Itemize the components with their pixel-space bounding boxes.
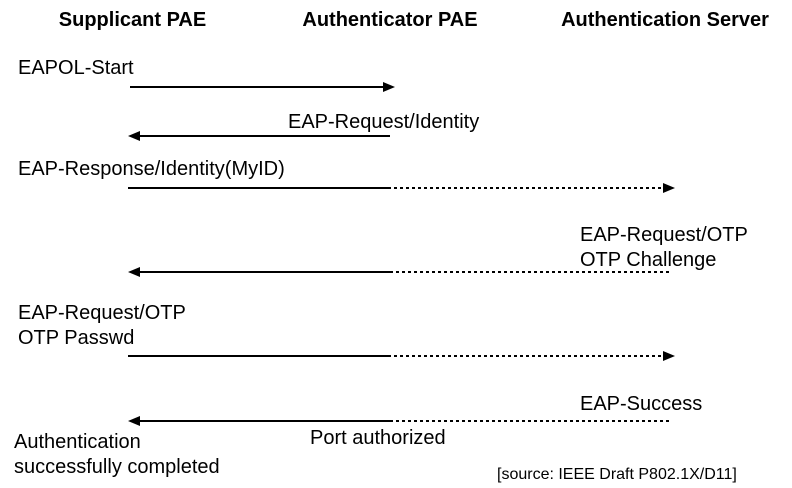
arrow-line-solid — [136, 420, 390, 422]
arrow-eap-request-identity — [128, 131, 390, 141]
message-label-eap-request-identity: EAP-Request/Identity — [288, 111, 480, 133]
arrow-eap-response-identity — [128, 183, 675, 193]
note-completed-line2: successfully completed — [14, 456, 220, 478]
arrow-line-solid — [136, 135, 390, 137]
column-header-supplicant-pae: Supplicant PAE — [58, 9, 207, 31]
arrow-eap-request-otp-challenge — [128, 267, 672, 277]
message-label-line1: EAP-Request/OTP — [18, 302, 186, 324]
arrowhead-left — [128, 267, 140, 277]
arrowhead-left — [128, 131, 140, 141]
arrow-line-dashed — [388, 355, 668, 357]
arrow-line-solid — [136, 271, 390, 273]
message-label-line1: EAP-Request/OTP — [580, 224, 748, 246]
source-citation: [source: IEEE Draft P802.1X/D11] — [497, 466, 737, 483]
message-label-eap-response-identity: EAP-Response/Identity(MyID) — [18, 158, 285, 180]
message-label-line2: OTP Passwd — [18, 327, 135, 349]
arrow-eap-request-otp-passwd — [128, 351, 675, 361]
column-header-authenticator-pae: Authenticator PAE — [302, 9, 478, 31]
message-label-eap-request-otp-challenge: EAP-Request/OTP OTP Challenge — [580, 223, 748, 273]
note-authentication-completed: Authentication successfully completed — [14, 430, 220, 480]
arrowhead-left — [128, 416, 140, 426]
arrow-line-dashed — [390, 420, 672, 422]
arrowhead-right — [663, 351, 675, 361]
arrow-line-solid — [130, 86, 387, 88]
arrow-eap-success — [128, 416, 672, 426]
arrow-line-solid — [128, 187, 388, 189]
message-label-eapol-start: EAPOL-Start — [18, 57, 134, 79]
note-port-authorized: Port authorized — [310, 427, 446, 449]
message-label-eap-success: EAP-Success — [580, 393, 703, 415]
arrowhead-right — [663, 183, 675, 193]
message-label-line2: OTP Challenge — [580, 249, 717, 271]
arrow-line-solid — [128, 355, 388, 357]
arrow-line-dashed — [390, 271, 672, 273]
note-completed-line1: Authentication — [14, 431, 141, 453]
column-header-authentication-server: Authentication Server — [561, 9, 769, 31]
arrow-line-dashed — [388, 187, 668, 189]
arrow-eapol-start — [130, 82, 395, 92]
arrowhead-right — [383, 82, 395, 92]
message-label-eap-request-otp-passwd: EAP-Request/OTP OTP Passwd — [18, 301, 186, 351]
